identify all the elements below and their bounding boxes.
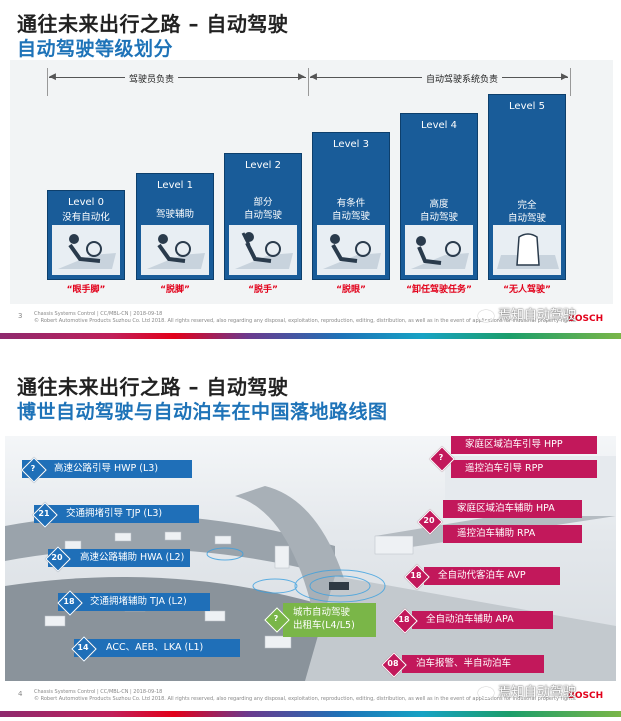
year-badge-text: ? [30,464,36,473]
span-tick [308,68,309,96]
level-bar: Level 1 驾驶辅助 [136,173,214,280]
watermark-text: 焉知自动驾驶 [498,685,577,700]
feature-label-text: 家庭区域泊车引导 HPP [465,439,563,450]
feature-label-acc: ACC、AEB、LKA (L1) [74,639,240,657]
year-badge-text: 20 [51,553,63,562]
slide-subtitle: 自动驾驶等级划分 [17,38,174,60]
driver-pictogram [405,225,473,275]
rainbow-stripe [0,333,621,339]
system-responsible-label: 自动驾驶系统负责 [422,72,503,85]
span-tick [570,68,571,96]
level-quote: “无人驾驶” [503,285,551,295]
level-label: Level 2 [245,160,281,171]
slide-china-roadmap: 通往未来出行之路 – 自动驾驶 博世自动驾驶与自动泊车在中国落地路线图 [0,363,621,721]
wechat-icon [478,309,494,322]
feature-label-avp: 全自动代客泊车 AVP [424,567,560,585]
driver-pictogram [52,225,120,275]
level-label: Level 4 [421,120,457,131]
footer-meta: Chassis Systems Control | CC/MBL-CN | 20… [34,311,163,317]
level-description: 部分 自动驾驶 [243,197,282,221]
page-number: 3 [18,312,23,320]
year-badge-text: 14 [77,643,89,652]
year-badge-text: 08 [387,659,399,668]
level-label: Level 3 [333,139,369,150]
footer-copyright: © Robert Automotive Products Suzhou Co. … [34,696,577,702]
level-bar: Level 0 没有自动化 [47,190,125,280]
level-description: 有条件 自动驾驶 [331,198,370,222]
feature-label-text: 交通拥堵引导 TJP (L3) [66,508,163,519]
feature-label-text: 遥控泊车引导 RPP [465,463,544,474]
arrow-left-icon: ◀ [310,72,317,82]
driver-pictogram [141,225,209,275]
watermark-text: 焉知自动驾驶 [498,308,577,323]
feature-label-text: 泊车报警、半自动泊车 [416,658,512,669]
feature-label-hwa: 高速公路辅助 HWA (L2) [48,549,190,567]
watermark: 焉知自动驾驶 [478,681,576,700]
span-tick [47,68,48,96]
level-label: Level 0 [68,197,104,208]
feature-label-robotaxi: 城市自动驾驶 出租车(L4/L5) [283,603,376,637]
rainbow-stripe [0,711,621,717]
feature-label-text: 遥控泊车辅助 RPA [457,528,536,539]
arrow-right-icon: ▶ [298,72,305,82]
year-badge-text: 20 [423,516,435,525]
year-badge-text: ? [273,614,279,623]
feature-label-rpp: 遥控泊车引导 RPP [451,460,597,478]
arrow-right-icon: ▶ [561,72,568,82]
feature-label-text: 家庭区域泊车辅助 HPA [457,503,555,514]
level-bar: Level 4 高度 自动驾驶 [400,113,478,280]
year-badge-text: 18 [398,615,410,624]
feature-label-rpa: 遥控泊车辅助 RPA [443,525,582,543]
driver-responsible-label: 驾驶员负责 [125,72,179,85]
level-quote: “脱脚” [160,285,190,295]
level-quote: “脱眼” [336,285,366,295]
feature-label-parking-alert: 泊车报警、半自动泊车 [402,655,544,673]
feature-label-text: ACC、AEB、LKA (L1) [106,642,204,653]
feature-label-text: 高速公路辅助 HWA (L2) [80,552,185,563]
level-bar: Level 5 完全 自动驾驶 [488,94,566,280]
bosch-logo: BOSCH [568,314,604,324]
level-description: 完全 自动驾驶 [507,200,546,224]
page-number: 4 [18,690,23,698]
feature-label-hpa: 家庭区域泊车辅助 HPA [443,500,582,518]
slide-subtitle: 博世自动驾驶与自动泊车在中国落地路线图 [17,401,388,423]
level-quote: “卸任驾驶任务” [406,285,472,295]
year-badge-text: 18 [410,571,422,580]
footer-meta: Chassis Systems Control | CC/MBL-CN | 20… [34,689,163,695]
bosch-logo: BOSCH [568,691,604,701]
feature-label-text: 全自动代客泊车 AVP [438,570,526,581]
level-description: 没有自动化 [62,212,110,223]
feature-label-tjp: 交通拥堵引导 TJP (L3) [34,505,199,523]
driver-pictogram [317,225,385,275]
wechat-icon [478,686,494,699]
level-description: 高度 自动驾驶 [419,199,458,223]
level-label: Level 1 [157,180,193,191]
slide-title: 通往未来出行之路 – 自动驾驶 [17,375,289,399]
feature-label-text: 全自动泊车辅助 APA [426,614,514,625]
feature-label-apa: 全自动泊车辅助 APA [412,611,553,629]
feature-label-text: 高速公路引导 HWP (L3) [54,463,159,474]
slide-automation-levels: 通往未来出行之路 – 自动驾驶 自动驾驶等级划分 ◀ ▶ ◀ ▶ 驾驶员负责 自… [0,0,621,342]
level-bar: Level 3 有条件 自动驾驶 [312,132,390,280]
slide-title: 通往未来出行之路 – 自动驾驶 [17,12,289,36]
year-badge-text: 21 [38,509,50,518]
level-description: 驾驶辅助 [155,209,194,220]
footer-copyright: © Robert Automotive Products Suzhou Co. … [34,318,577,324]
year-badge-text: ? [438,453,444,462]
feature-label-hwp: 高速公路引导 HWP (L3) [22,460,192,478]
level-quote: “脱手” [248,285,278,295]
driver-pictogram [229,225,297,275]
level-bar: Level 2 部分 自动驾驶 [224,153,302,280]
level-quote: “眼手脚” [66,285,106,295]
empty-seat-pictogram [493,225,561,275]
level-label: Level 5 [509,101,545,112]
year-badge-text: 18 [63,597,75,606]
feature-label-tja: 交通拥堵辅助 TJA (L2) [58,593,210,611]
feature-label-text: 交通拥堵辅助 TJA (L2) [90,596,187,607]
feature-label-hpp: 家庭区域泊车引导 HPP [451,436,597,454]
watermark: 焉知自动驾驶 [478,304,576,323]
arrow-left-icon: ◀ [49,72,56,82]
